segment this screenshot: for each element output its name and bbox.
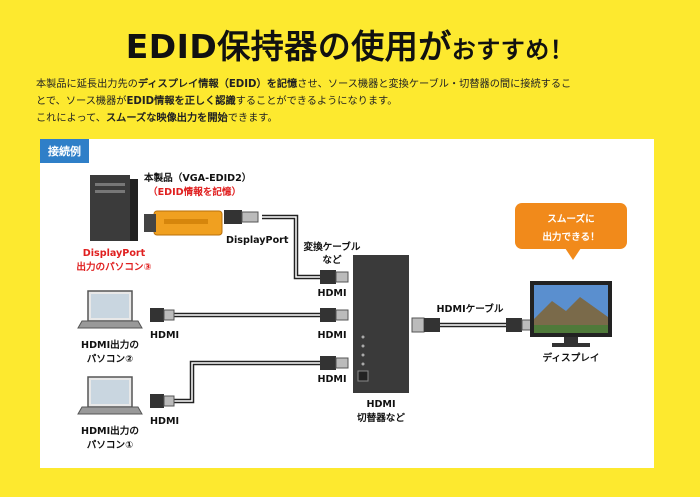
speech-bubble (515, 203, 627, 260)
hdmi-label: HDMI (150, 416, 179, 427)
connection-example-tag: 接続例 (40, 139, 89, 163)
description: 本製品に延長出力先のディスプレイ情報（EDID）を記憶させ、ソース機器と変換ケー… (36, 76, 671, 127)
description-line-2: とで、ソース機器がEDID情報を正しく認識することができるようになります。 (36, 93, 671, 110)
adapter-label-1: 変換ケーブル (304, 241, 361, 253)
tower-pc-icon (90, 175, 138, 241)
page-title: EDID保持器の使用がおすすめ！ (125, 27, 575, 66)
hdmi-connector-icon (411, 317, 440, 333)
hdmi-pc1-label-2: パソコン① (87, 439, 134, 451)
hdmi-pc1-label-1: HDMI出力の (81, 425, 139, 437)
laptop-icon (77, 376, 143, 415)
dp-pc-label-2: 出力のパソコン③ (76, 261, 151, 273)
description-segment: とで、ソース機器が (36, 96, 127, 107)
dp-cable-label: DisplayPort (226, 235, 289, 246)
description-segment: EDID情報を正しく認識 (126, 96, 236, 107)
hdmi-connector-icon (320, 270, 349, 284)
hdmi-cable-pc1 (168, 360, 322, 404)
hdmi-label: HDMI (317, 374, 346, 385)
description-segment: できます。 (227, 113, 278, 124)
display-label: ディスプレイ (543, 352, 600, 364)
tv-display-icon (530, 281, 612, 347)
hdmi-label: HDMI (150, 330, 179, 341)
description-segment: 本製品に延長出力先の (36, 79, 138, 90)
bubble-text-1: スムーズに (547, 213, 595, 225)
edid-holder-icon (144, 210, 223, 236)
description-segment: これによって、 (36, 113, 106, 124)
description-line-1: 本製品に延長出力先のディスプレイ情報（EDID）を記憶させ、ソース機器と変換ケー… (36, 76, 671, 93)
connection-diagram: 本製品（VGA-EDID2） （EDID情報を記憶） DisplayPort D… (76, 172, 627, 451)
product-note-label: （EDID情報を記憶） (148, 186, 241, 198)
description-segment: ディスプレイ情報（EDID）を記憶 (137, 79, 298, 90)
product-name-label: 本製品（VGA-EDID2） (143, 172, 251, 184)
laptop-icon (77, 290, 143, 329)
switcher-label-2: 切替器など (357, 412, 405, 424)
hdmi-connector-icon (320, 308, 349, 322)
hdmi-pc2-label-1: HDMI出力の (81, 339, 139, 351)
hdmi-label: HDMI (317, 330, 346, 341)
switcher-label-1: HDMI (366, 399, 395, 410)
hdmi-connector-icon (150, 308, 175, 322)
dp-connector-icon (224, 210, 259, 224)
hdmi-connector-icon (320, 356, 349, 370)
description-segment: スムーズな映像出力を開始 (106, 113, 228, 124)
description-segment: することができるようになります。 (235, 96, 398, 107)
hdmi-switcher-icon (353, 255, 409, 393)
bubble-text-2: 出力できる！ (542, 231, 599, 243)
description-segment: させ、ソース機器と変換ケーブル・切替器の間に接続するこ (297, 79, 572, 90)
adapter-label-2: など (322, 254, 342, 266)
connection-example-panel: 本製品（VGA-EDID2） （EDID情報を記憶） DisplayPort D… (40, 139, 654, 468)
description-line-3: これによって、スムーズな映像出力を開始できます。 (36, 110, 671, 127)
hdmi-pc2-label-2: パソコン② (87, 353, 134, 365)
hdmi-label: HDMI (317, 288, 346, 299)
dp-pc-label-1: DisplayPort (83, 248, 146, 259)
connectors (150, 210, 533, 408)
hdmi-connector-icon (506, 318, 533, 332)
hdmi-cable-label: HDMIケーブル (437, 303, 504, 315)
hdmi-connector-icon (150, 394, 175, 408)
